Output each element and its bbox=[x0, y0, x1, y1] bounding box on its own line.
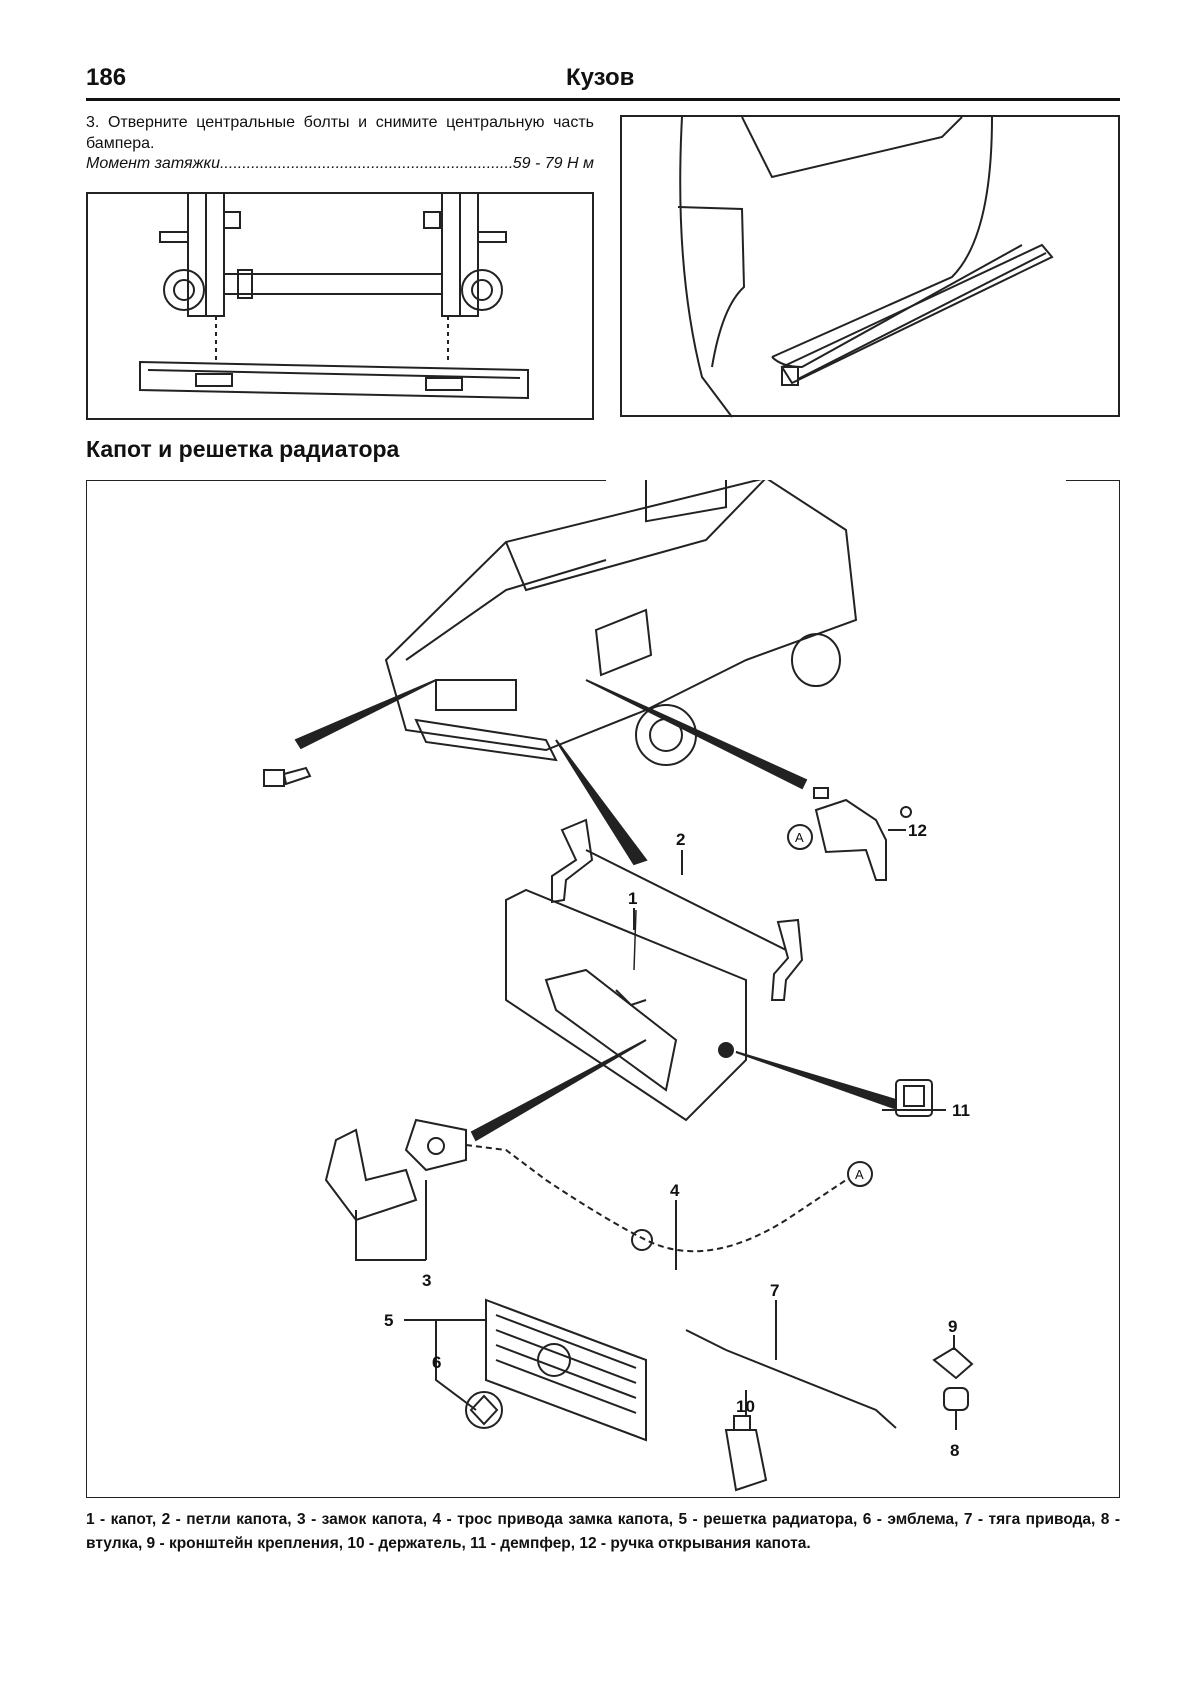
page-number: 186 bbox=[86, 64, 127, 91]
callout-3: 3 bbox=[422, 1271, 431, 1290]
callout-7: 7 bbox=[770, 1281, 779, 1300]
release-rod bbox=[685, 1329, 897, 1429]
callout-5: 5 bbox=[384, 1311, 393, 1330]
bumper-mounting-figure bbox=[86, 192, 594, 420]
callout-11: 11 bbox=[952, 1101, 970, 1120]
left-tow-eye bbox=[163, 269, 205, 311]
torque-label: Момент затяжки bbox=[86, 155, 220, 172]
ref-a-circle-bottom bbox=[847, 1161, 873, 1187]
hood-release-cable bbox=[465, 824, 873, 1253]
ref-a-top: A bbox=[795, 830, 804, 845]
hood-grille-drawing: 2 1 3 4 5 6 7 8 9 10 11 12 A A bbox=[86, 480, 1120, 1498]
callout-9: 9 bbox=[948, 1317, 957, 1336]
hood-release-handle bbox=[813, 787, 912, 881]
holder-part bbox=[724, 1415, 768, 1492]
callout-1: 1 bbox=[628, 889, 637, 908]
hood-grille-exploded-figure: 2 1 3 4 5 6 7 8 9 10 11 12 A A bbox=[86, 480, 1120, 1498]
hood-lock bbox=[324, 1118, 467, 1222]
callout-6: 6 bbox=[432, 1353, 441, 1372]
leader-dots bbox=[220, 155, 513, 173]
callout-4: 4 bbox=[670, 1181, 680, 1200]
ref-a-bottom: A bbox=[855, 1167, 864, 1182]
ref-a-circle-top bbox=[787, 824, 813, 850]
mounting-bracket bbox=[932, 1346, 974, 1380]
bumper-mounting-drawing bbox=[139, 194, 529, 400]
callout-8: 8 bbox=[950, 1441, 959, 1460]
body-side-line bbox=[679, 117, 733, 418]
bushing bbox=[943, 1387, 969, 1411]
callout-2: 2 bbox=[676, 830, 685, 849]
damper-part bbox=[895, 1079, 933, 1117]
figure-frame-top-left bbox=[86, 480, 606, 492]
hood-hinge-left bbox=[551, 818, 594, 904]
bumper-center-section bbox=[139, 360, 529, 400]
hood-hinge-right bbox=[770, 918, 804, 1001]
rear-window bbox=[741, 117, 963, 179]
emblem bbox=[465, 1391, 503, 1429]
torque-spec: Момент затяжки 59 - 79 Н м bbox=[86, 155, 594, 173]
van-illustration bbox=[384, 480, 858, 766]
rear-bumper bbox=[780, 243, 1054, 385]
callout-12: 12 bbox=[908, 821, 927, 840]
rear-door-edge bbox=[771, 117, 993, 358]
figure-frame bbox=[86, 480, 1120, 1498]
rear-bumper-drawing bbox=[677, 117, 1054, 418]
callout-10: 10 bbox=[736, 1397, 755, 1416]
bolt-part bbox=[263, 766, 312, 787]
crossmember bbox=[223, 273, 443, 295]
chapter-title: Кузов bbox=[566, 64, 635, 91]
figure-caption: 1 - капот, 2 - петли капота, 3 - замок к… bbox=[86, 1511, 1120, 1552]
header-rule bbox=[86, 98, 1120, 101]
radiator-grille bbox=[485, 1298, 647, 1442]
step-instruction: 3. Отверните центральные болты и снимите… bbox=[86, 114, 594, 152]
torque-value: 59 - 79 Н м bbox=[512, 155, 594, 172]
hood-panel bbox=[505, 888, 747, 1122]
section-title: Капот и решетка радиатора bbox=[86, 436, 400, 462]
rear-bumper-figure bbox=[620, 115, 1120, 418]
door-bottom-edge bbox=[771, 244, 1023, 369]
right-tow-eye bbox=[461, 269, 503, 311]
